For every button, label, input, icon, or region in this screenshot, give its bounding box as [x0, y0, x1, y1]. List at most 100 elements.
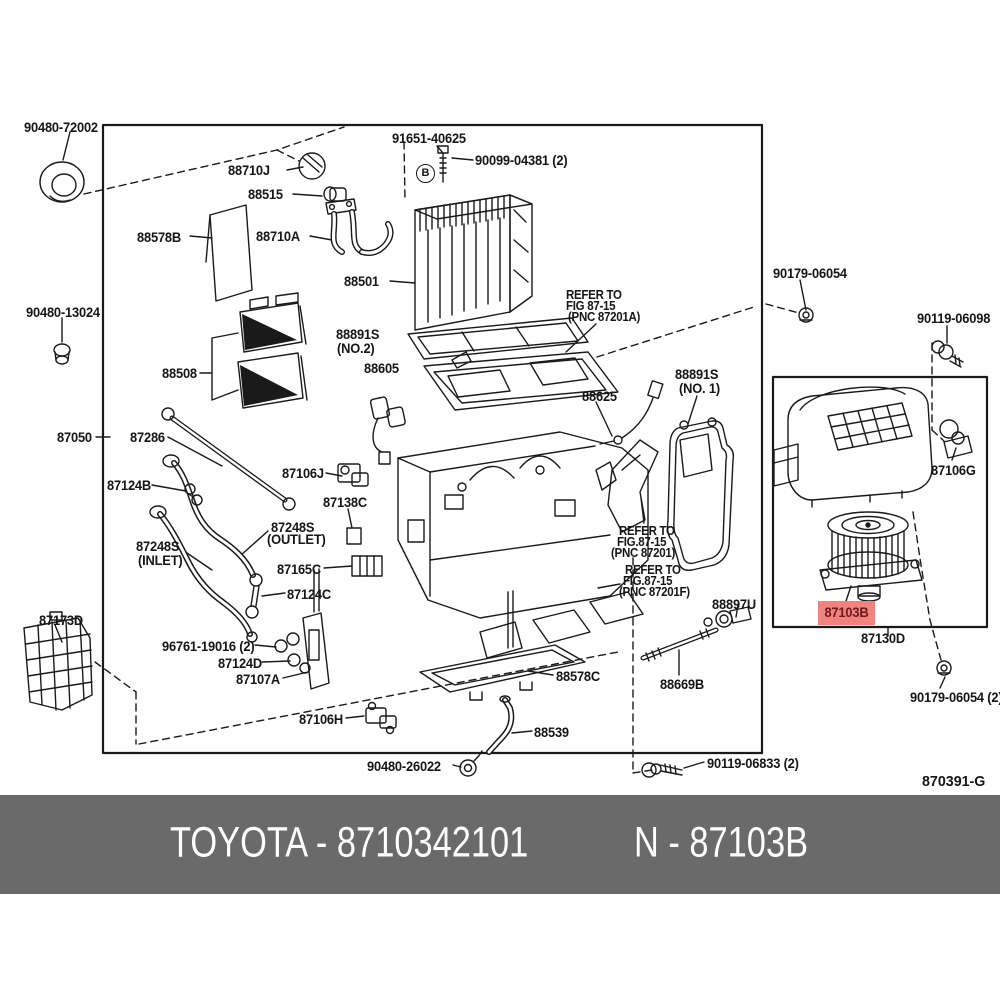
- label-88515: 88515: [248, 186, 283, 202]
- label-87050: 87050: [57, 429, 92, 445]
- blower-case: [773, 386, 933, 508]
- label-88578C: 88578C: [556, 668, 601, 684]
- clamp-87124B: [184, 483, 203, 506]
- grommet-90480-72002: [39, 161, 85, 203]
- valve-88897U: [703, 606, 752, 628]
- label-87165C: 87165C: [277, 561, 322, 577]
- note-refer1-line3: (PNC 87201A): [568, 310, 641, 324]
- grommet-90480-26022: [459, 750, 483, 777]
- connector-88605: [369, 396, 406, 465]
- label-88669B: 88669B: [660, 676, 705, 692]
- clamp-87124C: [245, 573, 263, 619]
- note-refer2-line2: FIG.87-15: [617, 535, 667, 549]
- wire-88625: [599, 380, 664, 445]
- servo-87106G: [939, 419, 973, 459]
- note-refer1-line2: FIG 87-15: [566, 299, 616, 313]
- blower-frame: [771, 375, 989, 629]
- label-88539: 88539: [534, 724, 569, 740]
- servo-87106H: [365, 701, 397, 735]
- label-87248S-outlet-sub: (OUTLET): [267, 531, 326, 547]
- label-90480-13024: 90480-13024: [26, 304, 100, 320]
- note-refer2-line3: (PNC 87201): [611, 546, 676, 560]
- label-90119-06098: 90119-06098: [917, 310, 991, 326]
- blower-motor-87103B: [819, 511, 923, 602]
- label-90119-06833: 90119-06833 (2): [707, 755, 799, 771]
- label-87173D: 87173D: [39, 612, 84, 628]
- dashed-lines: [83, 126, 945, 774]
- note-refer1-line1: REFER TO: [566, 288, 622, 302]
- nut-90179-06054-2: [936, 660, 952, 676]
- insulator-88578B: [209, 204, 253, 302]
- label-87286: 87286: [130, 429, 165, 445]
- servo-87106J: [337, 463, 369, 487]
- bolt-90119-06833: [641, 762, 683, 778]
- label-91651-40625: 91651-40625: [392, 130, 466, 146]
- pipes-87248S: [149, 454, 258, 643]
- drain-88539: [486, 695, 515, 755]
- note-refer3-line1: REFER TO: [625, 563, 681, 577]
- panel-87173D: [23, 611, 93, 711]
- bolt-90119-06098: [931, 340, 964, 368]
- o-rings: [274, 632, 311, 674]
- label-88891S-no2: 88891S: [336, 326, 380, 342]
- leader-lines: [54, 131, 957, 769]
- label-87107A: 87107A: [236, 671, 281, 687]
- tray-88578C: [419, 644, 586, 701]
- ducts: [595, 439, 659, 533]
- label-90179-06054: 90179-06054: [773, 265, 847, 281]
- label-88501: 88501: [344, 273, 379, 289]
- label-87124B: 87124B: [107, 477, 152, 493]
- connector-87138C: [346, 527, 362, 545]
- resistor-87165C: [351, 555, 383, 577]
- banner-part-number: TOYOTA - 8710342101: [170, 818, 529, 867]
- gasket-88891S-no1: [666, 417, 735, 571]
- stud-90480-13024: [53, 343, 71, 365]
- label-87124C: 87124C: [287, 586, 332, 602]
- label-88891S-no2-sub: (NO.2): [337, 340, 375, 356]
- pipe-88710A: [325, 198, 394, 256]
- footer-banner: TOYOTA - 8710342101 N - 87103B: [0, 795, 1000, 894]
- nut-90179-06054-top: [798, 307, 814, 323]
- label-87138C: 87138C: [323, 494, 368, 510]
- main-frame: [101, 123, 764, 755]
- label-88891S-no1: 88891S: [675, 366, 719, 382]
- distributor-frame: [423, 351, 619, 411]
- callout-b-icon: B: [416, 164, 435, 183]
- label-87106H: 87106H: [299, 711, 344, 727]
- label-96761-19016: 96761-19016 (2): [162, 638, 255, 654]
- label-88605: 88605: [364, 360, 399, 376]
- label-88891S-no1-sub: (NO. 1): [679, 380, 720, 396]
- label-87248S-outlet: 87248S: [271, 519, 315, 535]
- label-87106G: 87106G: [931, 462, 976, 478]
- filters-88508: [237, 292, 308, 409]
- label-90179-06054-2: 90179-06054 (2): [910, 689, 1000, 705]
- label-87130D: 87130D: [861, 630, 906, 646]
- label-88897U: 88897U: [712, 596, 757, 612]
- label-88710J: 88710J: [228, 162, 270, 178]
- label-87106J: 87106J: [282, 465, 324, 481]
- note-refer2-line1: REFER TO: [619, 524, 675, 538]
- stud-88669B: [640, 627, 719, 662]
- label-88508: 88508: [162, 365, 197, 381]
- bolt-91651-40625: [437, 145, 449, 183]
- label-88625: 88625: [582, 388, 617, 404]
- valve-88710J: [298, 152, 347, 202]
- label-90480-26022: 90480-26022: [367, 758, 441, 774]
- note-refer3-line2: FIG.87-15: [623, 574, 673, 588]
- banner-part-code: N - 87103B: [634, 818, 809, 867]
- note-refer3-line3: (PNC 87201F): [619, 585, 690, 599]
- label-90099-04381: 90099-04381 (2): [475, 152, 568, 168]
- rod-87286: [161, 407, 296, 511]
- label-87248S-inlet-sub: (INLET): [138, 552, 183, 568]
- label-90480-72002: 90480-72002: [24, 119, 98, 135]
- evaporator-88501: [414, 194, 533, 331]
- tray-88891S-no2: [407, 317, 589, 360]
- label-87124D: 87124D: [218, 655, 263, 671]
- label-87103B-highlighted: 87103B: [818, 601, 875, 625]
- plate-87107A: [302, 568, 330, 690]
- heater-case: [397, 431, 649, 659]
- figure-code: 870391-G: [922, 773, 986, 790]
- label-87248S-inlet: 87248S: [136, 538, 180, 554]
